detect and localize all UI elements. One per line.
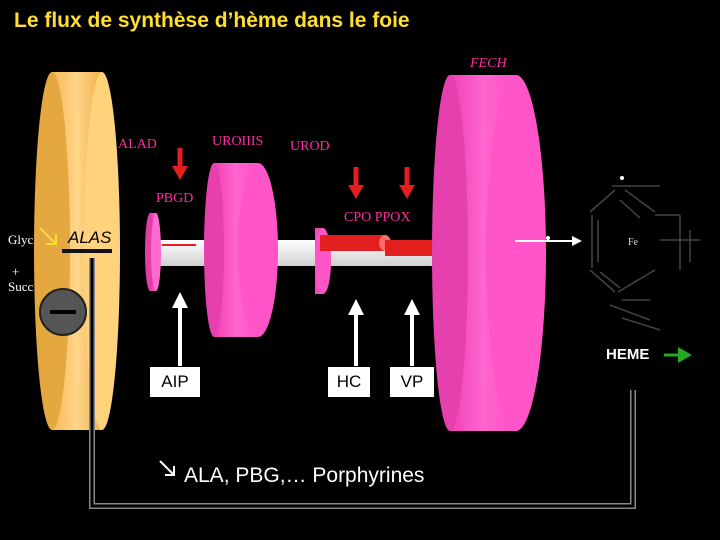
label-succ: Succ xyxy=(8,279,34,294)
label-fech: FECH xyxy=(470,56,507,71)
up-arrow-aip xyxy=(172,292,188,366)
label-alad: ALAD xyxy=(118,137,157,152)
label-fe: Fe xyxy=(628,237,638,248)
heme-arrow-icon xyxy=(664,347,692,363)
red-arrow-urod xyxy=(172,148,188,180)
label-heme: HEME xyxy=(606,346,650,363)
fech-disc xyxy=(432,75,546,431)
heme-structure xyxy=(546,176,700,331)
label-glyc: Glyc xyxy=(8,232,34,247)
page-title: Le flux de synthèse d’hème dans le foie xyxy=(14,9,410,32)
red-rods xyxy=(320,235,433,256)
label-pbgd: PBGD xyxy=(156,191,194,206)
label-plus: + xyxy=(12,264,20,279)
up-arrow-hc xyxy=(348,299,364,366)
red-arrow-cpo xyxy=(348,167,364,199)
box-hc: HC xyxy=(328,367,370,397)
label-urod: UROD xyxy=(290,139,330,154)
red-arrow-ppox xyxy=(399,167,415,199)
label-cpo-ppox: CPO PPOX xyxy=(344,210,411,225)
up-arrow-vp xyxy=(404,299,420,366)
label-alas: ALAS xyxy=(68,228,112,247)
box-vp: VP xyxy=(390,367,434,397)
minus-circle-icon xyxy=(39,288,87,336)
feedback-loop-line-inner xyxy=(90,258,635,508)
bottom-caption: ALA, PBG,… Porphyrines xyxy=(184,464,425,487)
label-uroiiis: UROIIIS xyxy=(212,134,264,149)
diagonal-arrow-icon xyxy=(39,227,57,245)
caption-arrow-icon xyxy=(159,460,175,476)
uroiiis-disc xyxy=(204,163,278,337)
pbgd-disc xyxy=(145,213,161,291)
box-aip: AIP xyxy=(150,367,200,397)
right-arrow-icon xyxy=(572,236,582,246)
